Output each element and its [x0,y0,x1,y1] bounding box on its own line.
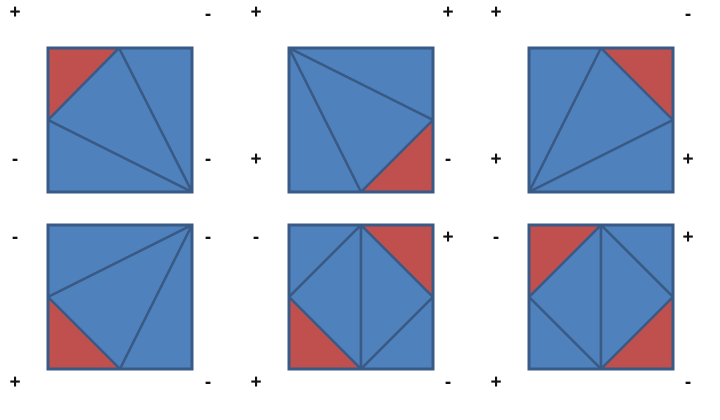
corner-sign-tl: + [490,2,502,23]
square-border [527,223,675,371]
triangulated-square-3 [527,46,675,194]
corner-sign-bl: - [11,149,19,170]
corner-sign-br: - [684,372,692,393]
triangulated-square-2 [287,46,435,194]
corner-sign-br: - [444,372,452,393]
corner-sign-tr: + [682,227,694,248]
corner-sign-br: - [204,149,212,170]
corner-sign-bl: + [9,372,21,393]
square-border [527,46,675,194]
square-border [46,223,194,371]
corner-sign-bl: + [250,149,262,170]
triangulated-square-6 [527,223,675,371]
corner-sign-tl: - [11,227,19,248]
corner-sign-tr: - [204,227,212,248]
corner-sign-tl: - [492,227,500,248]
corner-sign-bl: + [490,149,502,170]
corner-sign-br: + [682,149,694,170]
corner-sign-bl: + [490,372,502,393]
corner-sign-tl: + [250,2,262,23]
corner-sign-br: - [444,149,452,170]
square-border [287,46,435,194]
triangulated-square-4 [46,223,194,371]
square-border [46,46,194,194]
triangulated-square-5 [287,223,435,371]
corner-sign-tr: - [684,4,692,25]
square-border [287,223,435,371]
corner-sign-bl: + [250,372,262,393]
triangulated-square-1 [46,46,194,194]
corner-sign-tr: - [204,4,212,25]
corner-sign-tl: - [252,227,260,248]
corner-sign-br: - [204,372,212,393]
corner-sign-tl: + [9,2,21,23]
corner-sign-tr: + [442,2,454,23]
corner-sign-tr: + [442,227,454,248]
